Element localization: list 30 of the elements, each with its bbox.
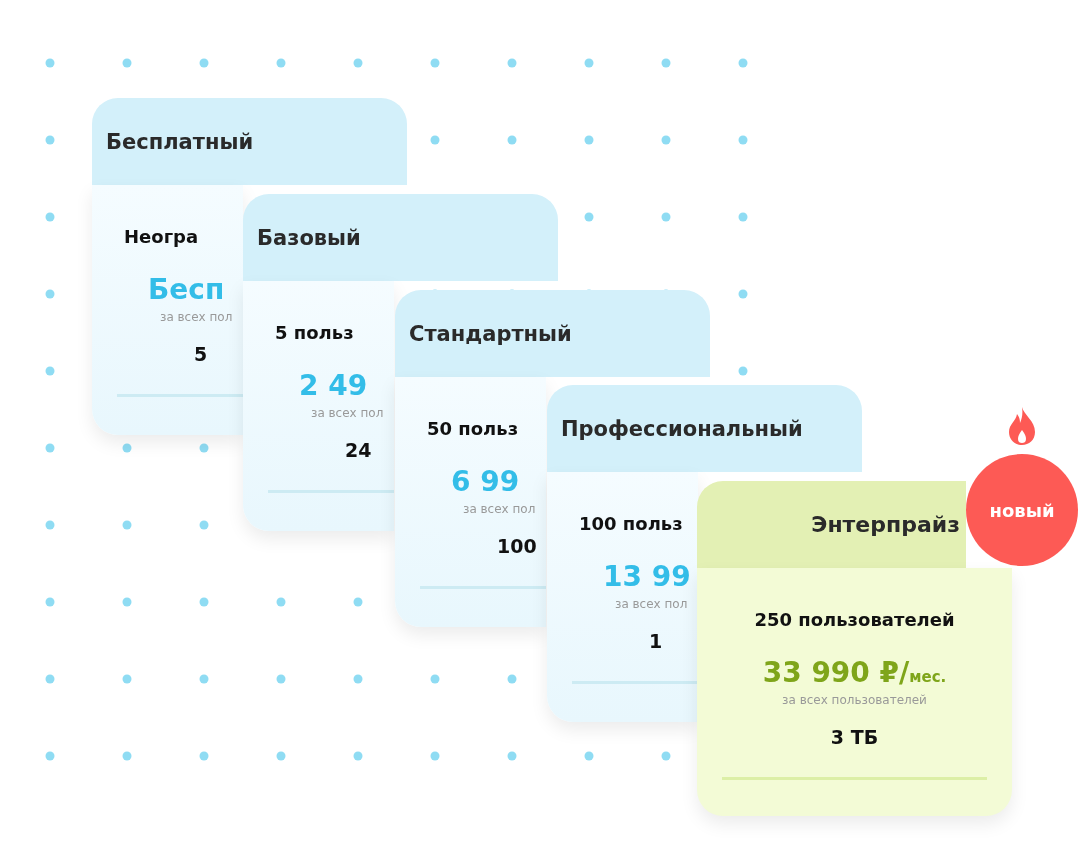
price-note: за всех пол <box>160 310 233 324</box>
storage-size: 5 <box>194 343 208 365</box>
price: 6 99 <box>451 465 520 498</box>
storage-size: 1 <box>649 630 663 652</box>
card-header: Энтерпрайз <box>697 481 966 568</box>
card-body <box>547 472 698 722</box>
price: 13 99 <box>603 560 691 593</box>
storage-size: 100 <box>497 535 537 557</box>
new-badge: новый <box>966 454 1078 566</box>
price-note: за всех пол <box>311 406 384 420</box>
card-body <box>92 185 243 435</box>
user-count: 50 польз <box>427 418 519 439</box>
card-header: Базовый <box>243 194 558 281</box>
price: 33 990 ₽/мес. <box>761 656 948 689</box>
storage-size: 3 ТБ <box>829 726 880 748</box>
card-header: Профессиональный <box>547 385 862 472</box>
user-count: 250 пользователей <box>753 609 956 630</box>
card-header: Стандартный <box>395 290 710 377</box>
user-count: 5 польз <box>275 322 354 343</box>
card-header: Бесплатный <box>92 98 407 185</box>
card-body <box>243 281 394 531</box>
user-count: Неогра <box>124 226 199 247</box>
user-count: 100 польз <box>579 513 683 534</box>
price-note: за всех пол <box>463 502 536 516</box>
price-note: за всех пользователей <box>781 693 928 707</box>
storage-size: 24 <box>345 439 372 461</box>
price-note: за всех пол <box>615 597 688 611</box>
price: 2 49 <box>299 369 368 402</box>
card-body <box>395 377 546 627</box>
price: Бесп <box>148 273 225 306</box>
